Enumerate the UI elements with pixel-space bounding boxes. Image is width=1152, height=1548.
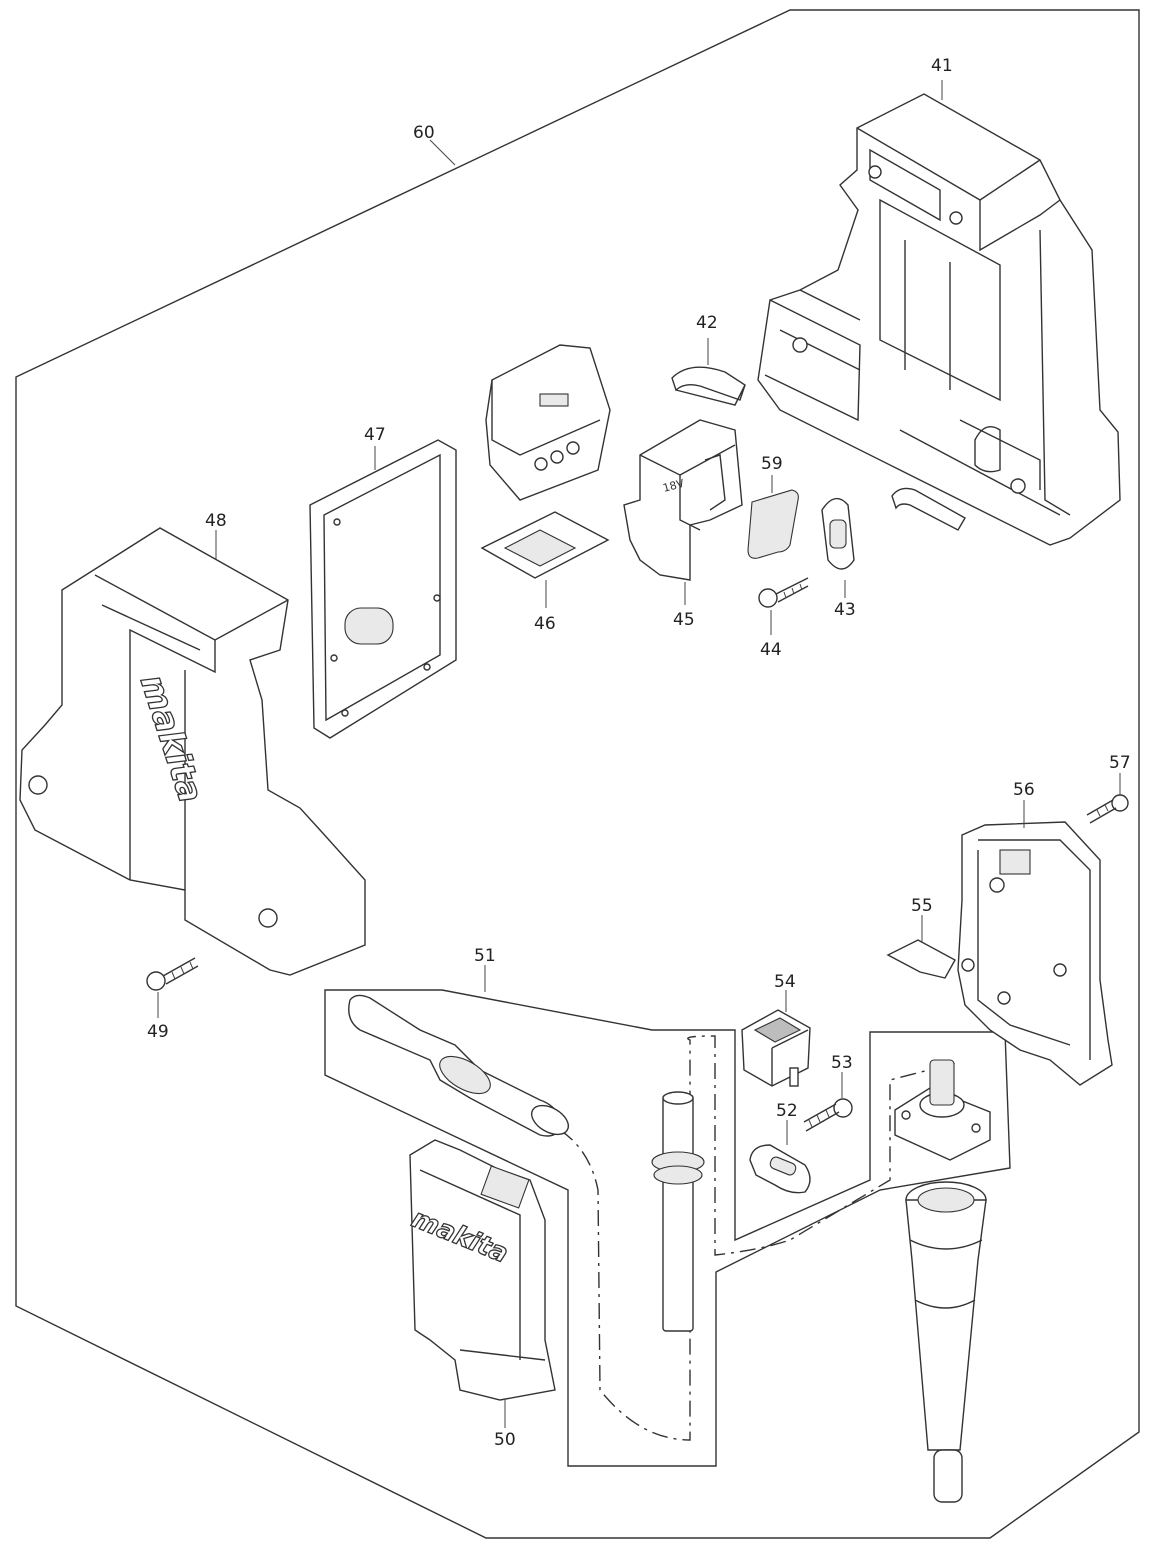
part-label-57: 57	[1109, 753, 1131, 773]
part-label-43: 43	[834, 600, 856, 620]
part-42-clip	[671, 366, 746, 406]
subassembly-boundary-51	[324, 989, 1011, 1467]
part-label-46: 46	[534, 614, 556, 634]
part-label-56: 56	[1013, 780, 1035, 800]
part-44-screw	[758, 577, 809, 608]
part-label-51: 51	[474, 946, 496, 966]
part-label-50: 50	[494, 1430, 516, 1450]
voltage-marking: 18V	[661, 477, 686, 495]
part-label-60: 60	[413, 123, 435, 143]
part-54-switch	[741, 1009, 811, 1087]
part-label-47: 47	[364, 425, 386, 445]
part-55-plate	[886, 939, 956, 979]
part-label-59: 59	[761, 454, 783, 474]
part-47-cover-plate	[309, 439, 457, 739]
part-42b-clip	[891, 487, 966, 531]
part-label-53: 53	[831, 1053, 853, 1073]
part-rod-with-grommet	[651, 1091, 705, 1332]
part-45-bracket: 18V	[623, 419, 743, 581]
part-41-housing	[757, 93, 1121, 546]
part-59-pad	[747, 489, 799, 559]
part-panel-connector	[894, 1059, 991, 1161]
part-plug-cable	[905, 1181, 987, 1503]
part-cable-strain-relief	[348, 994, 570, 1137]
part-label-54: 54	[774, 972, 796, 992]
part-terminal-block	[485, 344, 611, 501]
part-label-41: 41	[931, 56, 953, 76]
part-label-49: 49	[147, 1022, 169, 1042]
part-56-connector-housing	[957, 821, 1113, 1086]
part-57-screw	[1086, 794, 1129, 824]
part-46-circuit-board	[480, 511, 610, 579]
part-43-grommet	[821, 497, 855, 570]
part-52-grommet	[749, 1144, 811, 1194]
part-50-battery-cover: makita	[407, 1139, 556, 1401]
part-49-screw	[146, 957, 199, 991]
wire-route-line	[559, 1035, 961, 1441]
part-53-screw	[803, 1098, 853, 1132]
part-label-48: 48	[205, 511, 227, 531]
part-label-44: 44	[760, 640, 782, 660]
part-label-42: 42	[696, 313, 718, 333]
assembly-boundary-60	[15, 9, 1140, 1539]
part-48-side-cover: makita	[19, 527, 366, 976]
part-label-45: 45	[673, 610, 695, 630]
part-label-52: 52	[776, 1101, 798, 1121]
part-label-55: 55	[911, 896, 933, 916]
